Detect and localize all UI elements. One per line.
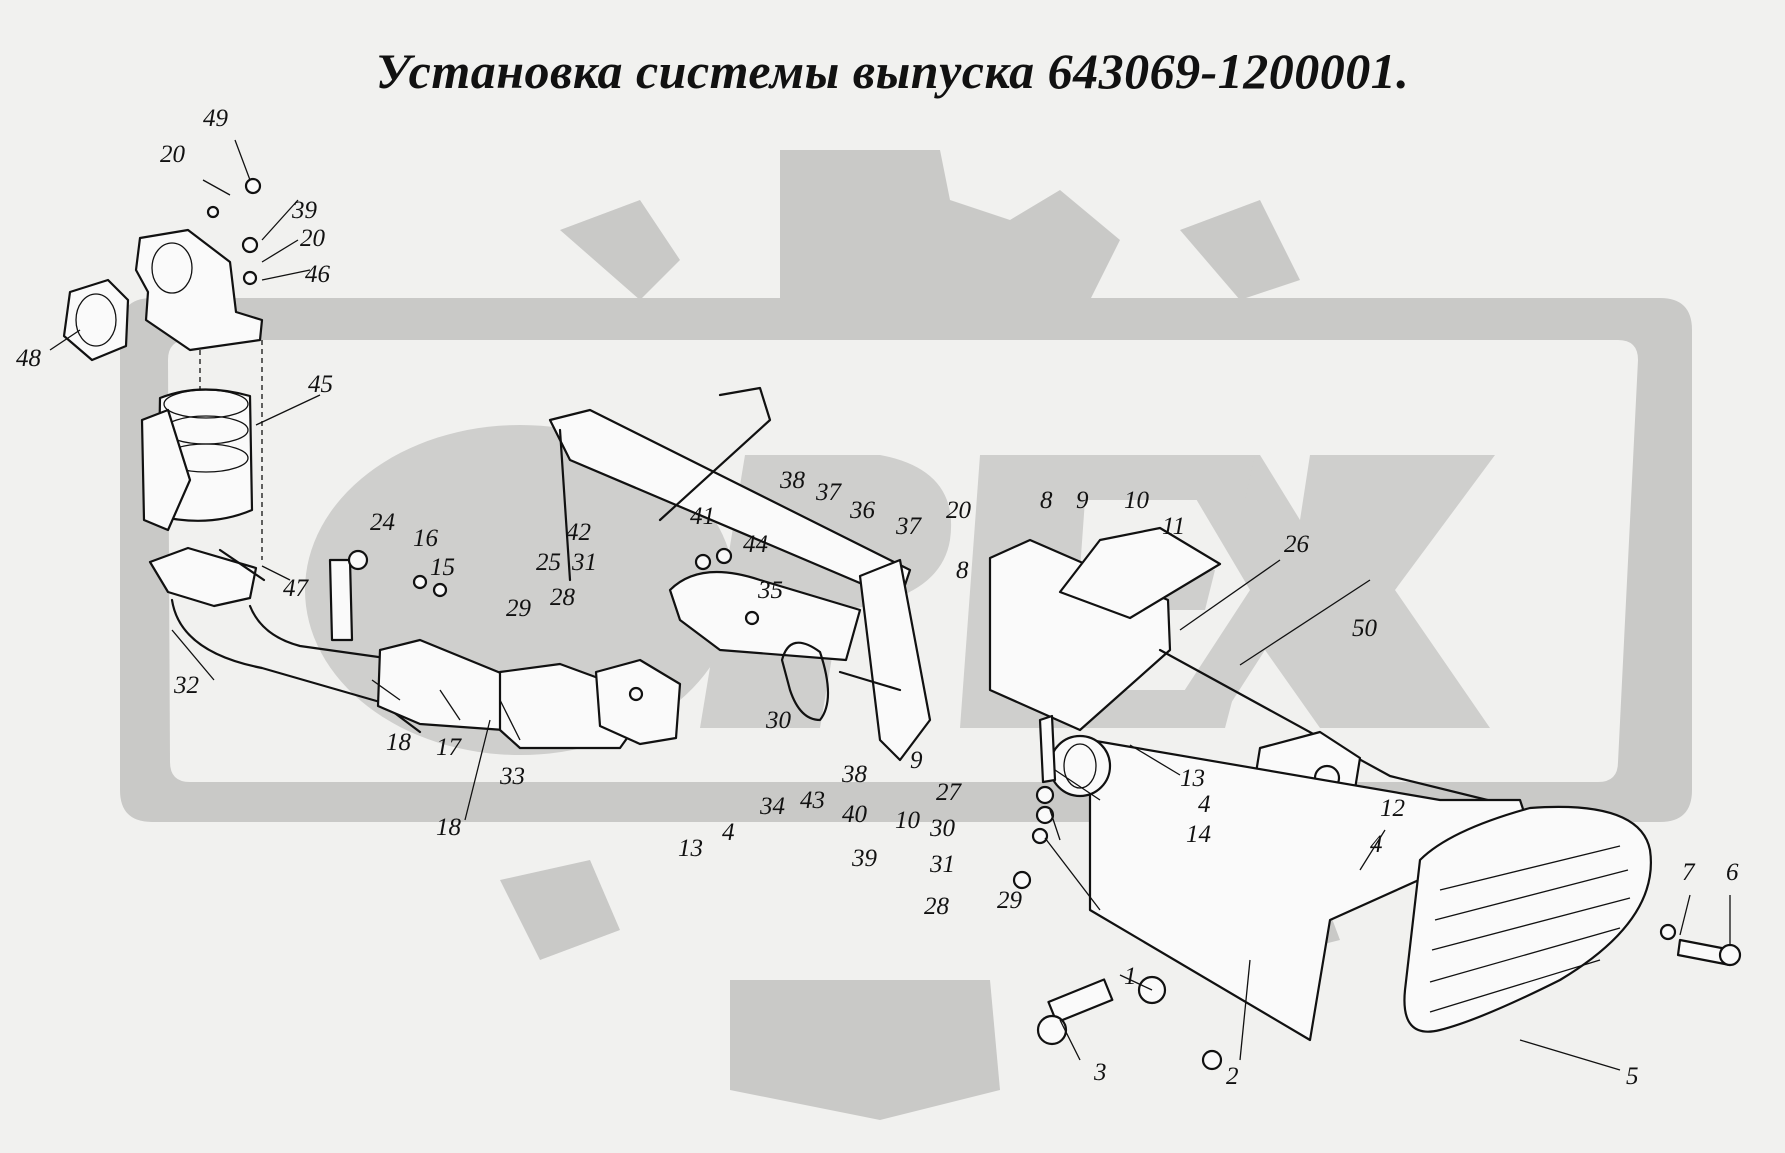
label-30: 30 <box>929 815 956 842</box>
label-8: 8 <box>1040 487 1053 514</box>
label-4: 4 <box>722 819 735 846</box>
label-41: 41 <box>690 503 715 530</box>
label-37: 37 <box>895 513 923 540</box>
label-48: 48 <box>16 345 42 372</box>
label-15: 15 <box>430 554 455 581</box>
flange-gasket <box>62 278 130 362</box>
label-5: 5 <box>1626 1063 1639 1090</box>
pipe-clamp <box>780 641 902 722</box>
label-25: 25 <box>536 549 561 576</box>
label-17: 17 <box>436 734 463 761</box>
label-33: 33 <box>499 763 525 790</box>
label-29: 29 <box>997 887 1023 914</box>
tail-grille <box>1403 805 1652 1033</box>
label-35: 35 <box>757 577 783 604</box>
label-8: 8 <box>956 557 969 584</box>
leader-lines <box>49 139 1731 1071</box>
label-1: 1 <box>1124 963 1137 990</box>
label-11: 11 <box>1162 513 1185 540</box>
label-6: 6 <box>1726 859 1739 886</box>
label-27: 27 <box>936 779 963 806</box>
label-13: 13 <box>678 835 703 862</box>
label-42: 42 <box>566 519 591 546</box>
label-2: 2 <box>1226 1063 1239 1090</box>
label-10: 10 <box>1124 487 1150 514</box>
label-10: 10 <box>895 807 921 834</box>
exhaust-elbow <box>134 228 264 352</box>
label-37: 37 <box>815 479 843 506</box>
frame-member <box>548 386 932 762</box>
label-28: 28 <box>550 584 576 611</box>
label-38: 38 <box>841 761 868 788</box>
label-26: 26 <box>1284 531 1310 558</box>
label-34: 34 <box>759 793 785 820</box>
label-39: 39 <box>851 845 878 872</box>
bellows-joint <box>140 388 254 532</box>
label-47: 47 <box>283 575 310 602</box>
label-4: 4 <box>1370 831 1383 858</box>
label-38: 38 <box>779 467 806 494</box>
label-45: 45 <box>308 371 333 398</box>
label-40: 40 <box>842 801 868 828</box>
label-18: 18 <box>436 814 462 841</box>
callout-labels: 49 20 39 20 46 48 45 47 24 16 15 25 31 4… <box>16 105 1739 1090</box>
label-20: 20 <box>946 497 972 524</box>
label-31: 31 <box>571 549 597 576</box>
label-4: 4 <box>1198 791 1211 818</box>
label-3: 3 <box>1093 1059 1107 1086</box>
label-50: 50 <box>1352 615 1378 642</box>
label-16: 16 <box>413 525 439 552</box>
label-18: 18 <box>386 729 412 756</box>
label-20: 20 <box>300 225 326 252</box>
label-36: 36 <box>849 497 876 524</box>
label-13: 13 <box>1180 765 1205 792</box>
label-31: 31 <box>929 851 955 878</box>
label-7: 7 <box>1682 859 1696 886</box>
label-46: 46 <box>305 261 331 288</box>
page-title: Установка системы выпуска 643069-1200001… <box>375 43 1410 99</box>
label-43: 43 <box>800 787 825 814</box>
label-20: 20 <box>160 141 186 168</box>
muffler-body <box>1048 734 1532 1042</box>
label-30: 30 <box>765 707 792 734</box>
label-24: 24 <box>370 509 395 536</box>
exhaust-pipe <box>148 546 682 750</box>
label-44: 44 <box>743 531 768 558</box>
label-32: 32 <box>173 672 199 699</box>
label-28: 28 <box>924 893 950 920</box>
label-29: 29 <box>506 595 532 622</box>
label-39: 39 <box>291 197 318 224</box>
label-9: 9 <box>910 747 923 774</box>
label-9: 9 <box>1076 487 1089 514</box>
label-14: 14 <box>1186 821 1211 848</box>
label-12: 12 <box>1380 795 1405 822</box>
label-49: 49 <box>203 105 229 132</box>
